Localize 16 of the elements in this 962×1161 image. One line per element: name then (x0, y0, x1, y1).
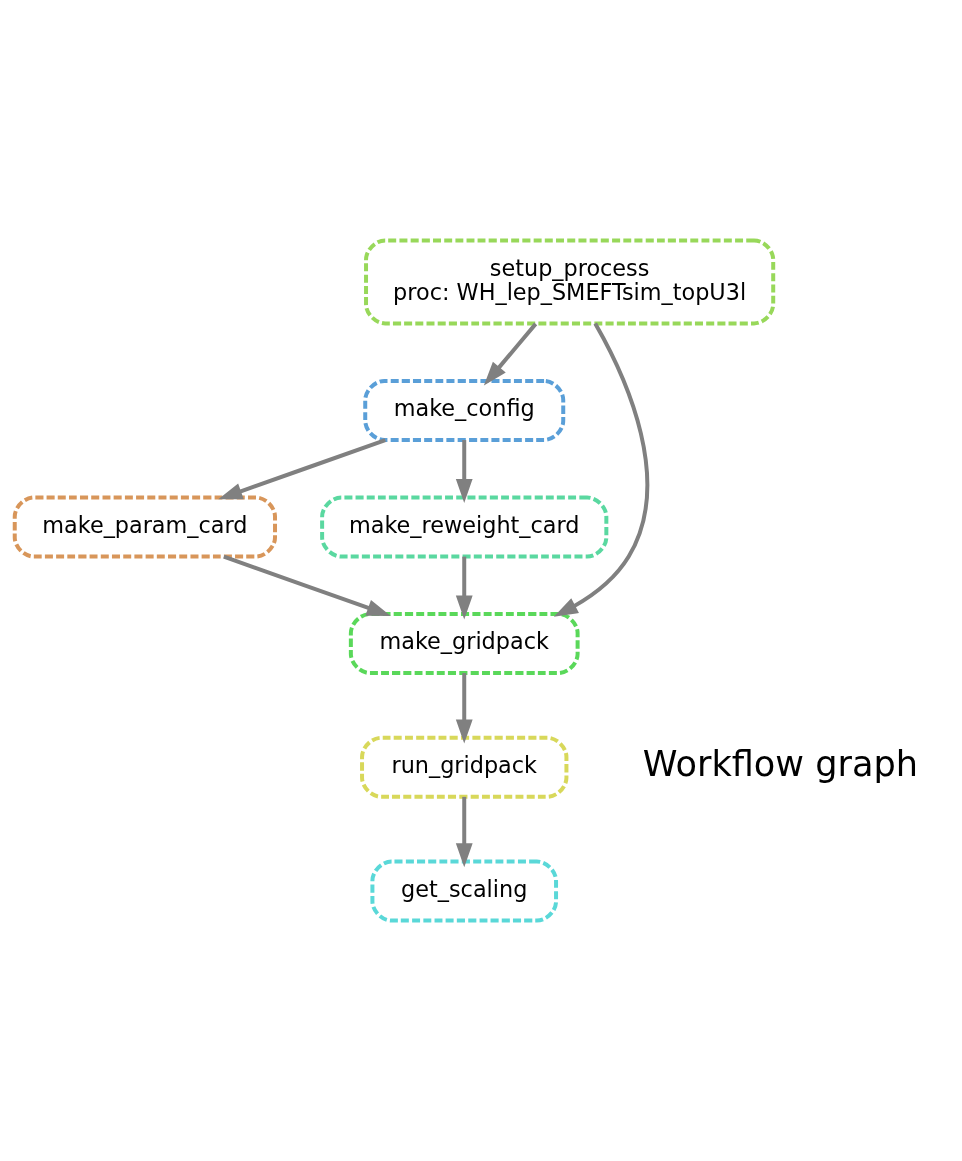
node-box: setup_process proc: WH_lep_SMEFTsim_topU3l (364, 238, 776, 326)
arrow (455, 673, 473, 744)
label: Workflow graph (642, 743, 918, 785)
node-box: make_reweight_card (320, 495, 609, 559)
node-box: run_gridpack (360, 735, 569, 799)
arrow (553, 322, 650, 617)
node-box: get_scaling (370, 859, 559, 923)
node-box: make_config (363, 378, 566, 442)
arrow (218, 438, 386, 500)
arrow (483, 322, 538, 386)
arrow (223, 554, 391, 616)
arrow (455, 440, 473, 503)
arrow (455, 556, 473, 620)
node-box: make_gridpack (348, 612, 580, 676)
node-box: make_param_card (12, 495, 277, 559)
arrow (455, 796, 473, 868)
